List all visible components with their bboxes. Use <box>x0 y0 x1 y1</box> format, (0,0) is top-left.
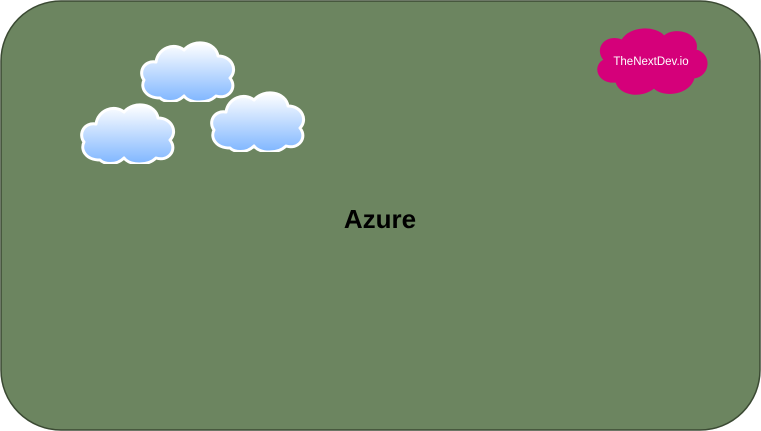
badge-label: TheNextDev.io <box>613 56 688 68</box>
cloud-icon <box>597 28 708 95</box>
thenextdev-badge: TheNextDev.io <box>597 28 708 95</box>
azure-title: Azure <box>344 204 416 234</box>
